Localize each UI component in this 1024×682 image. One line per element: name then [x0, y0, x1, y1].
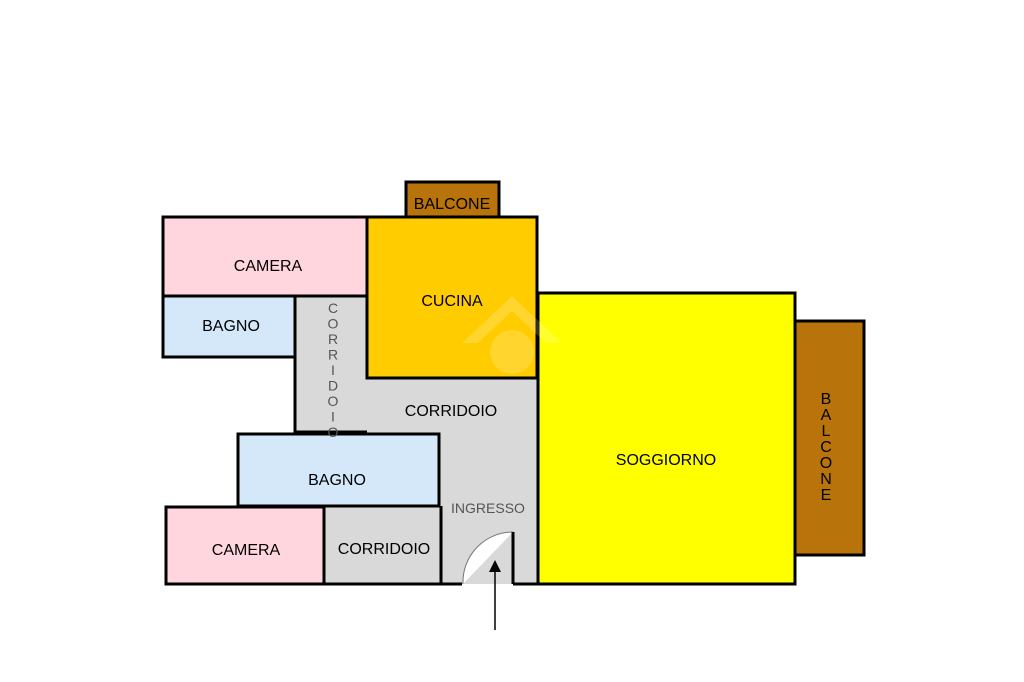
balcone-vertical-letter: B: [821, 391, 832, 408]
camera-top-label: CAMERA: [234, 258, 303, 275]
corridoio-vertical-letter: D: [328, 378, 338, 394]
balcone-right-room: [793, 319, 866, 557]
bagno-bottom-label: BAGNO: [308, 472, 366, 489]
balcone-top-room: [404, 180, 501, 220]
balcone-vertical-letter: N: [820, 471, 832, 488]
balcone-vertical-letter: L: [822, 423, 831, 440]
balcone-vertical-letter: E: [821, 487, 832, 504]
corridoio-vertical-label: CORRIDOIO: [328, 300, 339, 440]
soggiorno-room: [536, 291, 797, 586]
balcone-vertical-letter: O: [820, 455, 832, 472]
balcone-top-label: BALCONE: [414, 196, 490, 213]
corridoio-vertical-letter: O: [328, 424, 339, 440]
corridoio-bottom-area: [324, 506, 441, 584]
cucina-label: CUCINA: [421, 293, 483, 310]
balcone-vertical-letter: A: [821, 407, 832, 424]
corridoio-vertical-letter: O: [328, 316, 339, 332]
ingresso-label: INGRESSO: [451, 500, 525, 516]
corridoio-mid-label: CORRIDOIO: [405, 403, 497, 420]
watermark-logo-icon: [462, 296, 562, 374]
bagno-top-room: [161, 294, 297, 359]
corridoio-vertical-letter: O: [328, 393, 339, 409]
balcone-right-label: BALCONE: [820, 391, 832, 504]
cucina-room: [365, 215, 539, 380]
camera-top-room: [161, 215, 369, 298]
soggiorno-label: SOGGIORNO: [616, 452, 716, 469]
corridoio-vertical-letter: R: [328, 331, 338, 347]
balcone-vertical-letter: C: [820, 439, 832, 456]
corridoio-vertical-letter: R: [328, 347, 338, 363]
corridoio-vertical-letter: C: [328, 300, 338, 316]
entrance-arrow-icon: [489, 560, 501, 630]
corridoio-vertical-letter: I: [331, 362, 335, 378]
wall-segments: [166, 296, 540, 586]
corridoio-bottom-label: CORRIDOIO: [338, 541, 430, 558]
bagno-bottom-room: [236, 432, 441, 508]
entrance-door-swing: [462, 531, 514, 585]
bagno-top-label: BAGNO: [202, 318, 260, 335]
corridoio-vertical-letter: I: [331, 409, 335, 425]
camera-bottom-label: CAMERA: [212, 542, 281, 559]
